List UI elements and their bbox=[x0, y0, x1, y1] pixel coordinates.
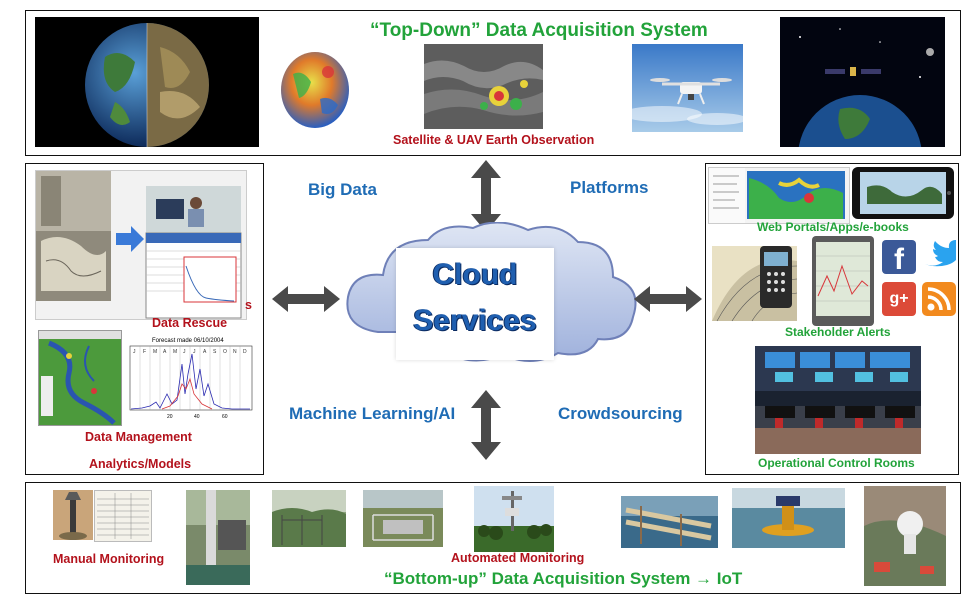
data-rescue-image bbox=[35, 170, 247, 320]
cloud-services-box bbox=[396, 248, 554, 360]
satellite-uav-label: Satellite & UAV Earth Observation bbox=[393, 133, 595, 147]
month-label: S bbox=[213, 349, 217, 355]
stakeholder-alerts-label: Stakeholder Alerts bbox=[785, 325, 891, 339]
stream-gauge-image bbox=[186, 490, 250, 585]
data-rescue-label: Data Rescue bbox=[152, 316, 228, 330]
manual-rain-gauge-image bbox=[53, 490, 93, 540]
buoy-station-image bbox=[732, 488, 845, 548]
river-map-image bbox=[38, 330, 122, 426]
month-label: J bbox=[193, 349, 196, 355]
manual-monitoring-label: Manual Monitoring bbox=[53, 552, 165, 566]
data-rescue-fragment: s bbox=[245, 298, 252, 312]
cloud-services-line2: Services bbox=[413, 304, 537, 337]
month-label: J bbox=[183, 349, 186, 355]
geoid-globe-image bbox=[278, 44, 352, 132]
manual-logbook-image bbox=[94, 490, 152, 542]
forecast-caption: Forecast made 06/10/2004 bbox=[152, 338, 224, 344]
month-label: F bbox=[143, 349, 146, 355]
month-label: O bbox=[223, 349, 227, 355]
month-label: N bbox=[233, 349, 237, 355]
platforms-label: Platforms bbox=[570, 178, 649, 197]
svg-text:60: 60 bbox=[222, 414, 228, 420]
svg-text:20: 20 bbox=[167, 414, 173, 420]
control-room-image bbox=[755, 346, 921, 454]
sensor-pipes-image bbox=[621, 496, 718, 548]
rss-icon[interactable] bbox=[922, 282, 956, 316]
month-label: J bbox=[133, 349, 136, 355]
top-title: “Top-Down” Data Acquisition System bbox=[370, 20, 708, 41]
big-data-label: Big Data bbox=[308, 180, 377, 199]
satellite-weather-image bbox=[424, 44, 543, 129]
month-label: D bbox=[243, 349, 247, 355]
web-portals-label: Web Portals/Apps/e-books bbox=[757, 220, 909, 234]
field-station-image bbox=[272, 490, 346, 547]
automated-monitoring-label: Automated Monitoring bbox=[451, 551, 585, 565]
evaporation-pan-image bbox=[363, 490, 443, 547]
arrow-top-vertical-icon bbox=[471, 160, 501, 232]
twitter-icon[interactable] bbox=[922, 240, 956, 274]
tablet-app-image bbox=[852, 167, 954, 219]
crowdsourcing-label: Crowdsourcing bbox=[558, 404, 683, 423]
month-label: M bbox=[153, 349, 157, 355]
data-management-label: Data Management bbox=[85, 430, 192, 444]
radar-station-image bbox=[864, 486, 946, 586]
machine-learning-label: Machine Learning/AI bbox=[289, 404, 456, 423]
earth-model-image bbox=[35, 17, 259, 147]
arrow-right-horizontal-icon bbox=[634, 286, 702, 312]
arrow-left-horizontal-icon bbox=[272, 286, 340, 312]
month-label: A bbox=[203, 349, 207, 355]
control-rooms-label: Operational Control Rooms bbox=[758, 456, 915, 470]
stakeholder-alerts-image bbox=[712, 236, 877, 326]
month-label: M bbox=[173, 349, 177, 355]
cloud-services-line1: Cloud bbox=[432, 258, 518, 291]
weather-station-image bbox=[474, 486, 554, 552]
svg-text:40: 40 bbox=[194, 414, 200, 420]
analytics-models-label: Analytics/Models bbox=[89, 457, 192, 471]
facebook-icon[interactable]: f bbox=[882, 240, 916, 276]
month-label: A bbox=[163, 349, 167, 355]
drone-image bbox=[632, 44, 743, 132]
google-plus-icon[interactable]: g+ bbox=[882, 282, 916, 316]
satellite-orbit-image bbox=[780, 17, 945, 147]
arrow-bottom-vertical-icon bbox=[471, 390, 501, 460]
web-portal-image bbox=[708, 167, 850, 224]
bottom-title: “Bottom-up” Data Acquisition System → Io… bbox=[384, 569, 743, 588]
